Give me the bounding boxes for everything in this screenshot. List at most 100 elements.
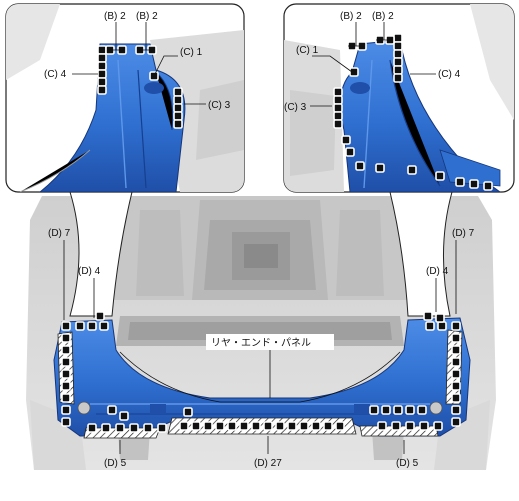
spot-weld-marker	[97, 61, 107, 71]
spot-weld-marker	[203, 421, 213, 431]
right-inset-callout-shape	[389, 191, 453, 317]
spot-weld-marker	[405, 421, 415, 431]
spot-weld-marker	[61, 357, 71, 367]
spot-weld-marker	[335, 421, 345, 431]
label-right-c4: (C) 4	[438, 69, 461, 80]
spot-weld-marker	[115, 423, 125, 433]
spot-weld-marker	[469, 179, 479, 189]
spot-weld-marker	[451, 321, 461, 331]
spot-weld-marker	[183, 407, 193, 417]
label-rear-end-panel: リヤ・エンド・パネル	[211, 337, 311, 349]
spot-weld-marker	[455, 177, 465, 187]
spot-weld-marker	[97, 85, 107, 95]
spot-weld-marker	[451, 417, 461, 427]
spot-weld-marker	[87, 321, 97, 331]
spot-weld-marker	[451, 381, 461, 391]
label-left-c4: (C) 4	[44, 69, 67, 80]
spot-weld-marker	[345, 147, 355, 157]
spot-weld-marker	[61, 405, 71, 415]
spot-weld-marker	[333, 103, 343, 113]
spot-weld-marker	[393, 57, 403, 67]
label-right-c3: (C) 3	[284, 102, 307, 113]
spot-weld-marker	[173, 111, 183, 121]
spot-weld-marker	[61, 333, 71, 343]
label-main-d4-left: (D) 4	[78, 266, 101, 277]
spot-weld-marker	[333, 87, 343, 97]
spot-weld-marker	[369, 405, 379, 415]
label-left-c1: (C) 1	[180, 47, 203, 58]
spot-weld-marker	[95, 311, 105, 321]
spot-welds-main	[61, 311, 461, 433]
spot-weld-marker	[101, 423, 111, 433]
spot-weld-marker	[393, 49, 403, 59]
spot-weld-marker	[61, 381, 71, 391]
spot-weld-marker	[393, 33, 403, 43]
left-inset	[5, 3, 245, 193]
spot-weld-marker	[323, 421, 333, 431]
spot-weld-marker	[157, 423, 167, 433]
spot-weld-marker	[97, 45, 107, 55]
spot-weld-marker	[435, 313, 445, 323]
label-left-b2-b: (B) 2	[136, 11, 158, 22]
left-inset-callout-shape	[69, 191, 133, 317]
spot-weld-marker	[425, 321, 435, 331]
spot-weld-marker	[87, 423, 97, 433]
spot-weld-marker	[333, 95, 343, 105]
spot-weld-marker	[191, 421, 201, 431]
spot-weld-marker	[119, 411, 129, 421]
spot-weld-marker	[143, 423, 153, 433]
spot-weld-marker	[275, 421, 285, 431]
spot-weld-marker	[97, 69, 107, 79]
label-right-b2-b: (B) 2	[372, 11, 394, 22]
spot-weld-marker	[451, 333, 461, 343]
spot-weld-marker	[341, 135, 351, 145]
callout-labels: (B) 2 (B) 2 (C) 1 (C) 4 (C) 3 (B) 2 (B) …	[44, 11, 475, 469]
spot-weld-marker	[61, 393, 71, 403]
spot-weld-marker	[423, 311, 433, 321]
spot-weld-marker	[391, 421, 401, 431]
spot-weld-marker	[97, 53, 107, 63]
spot-weld-marker	[173, 119, 183, 129]
spot-weld-marker	[173, 87, 183, 97]
spot-weld-marker	[299, 421, 309, 431]
spot-weld-marker	[451, 369, 461, 379]
spot-weld-marker	[483, 181, 493, 191]
spot-weld-marker	[451, 405, 461, 415]
spot-weld-marker	[287, 421, 297, 431]
spot-weld-marker	[417, 405, 427, 415]
spot-weld-marker	[129, 423, 139, 433]
spot-weld-marker	[377, 421, 387, 431]
spot-weld-marker	[333, 119, 343, 129]
spot-weld-marker	[355, 161, 365, 171]
spot-weld-marker	[451, 345, 461, 355]
spot-weld-marker	[107, 405, 117, 415]
label-main-d5-right: (D) 5	[396, 458, 419, 469]
spot-weld-marker	[179, 421, 189, 431]
spot-weld-marker	[381, 405, 391, 415]
spot-weld-marker	[173, 95, 183, 105]
spot-weld-marker	[349, 67, 359, 77]
label-main-d7-right: (D) 7	[452, 228, 475, 239]
spot-weld-marker	[435, 171, 445, 181]
spot-weld-marker	[61, 369, 71, 379]
spot-weld-marker	[215, 421, 225, 431]
spot-weld-marker	[433, 421, 443, 431]
spot-weld-marker	[61, 345, 71, 355]
spot-welds-left-inset	[97, 45, 183, 129]
spot-weld-marker	[227, 421, 237, 431]
spot-weld-marker	[451, 393, 461, 403]
spot-weld-marker	[405, 405, 415, 415]
spot-weld-marker	[407, 165, 417, 175]
spot-weld-marker	[393, 65, 403, 75]
spot-weld-marker	[393, 41, 403, 51]
spot-weld-marker	[311, 421, 321, 431]
spot-weld-marker	[393, 73, 403, 83]
spot-weld-marker	[251, 421, 261, 431]
spot-weld-marker	[61, 321, 71, 331]
spot-weld-marker	[239, 421, 249, 431]
label-main-d4-right: (D) 4	[426, 266, 449, 277]
label-left-b2-a: (B) 2	[104, 11, 126, 22]
label-left-c3: (C) 3	[208, 100, 231, 111]
label-main-d27: (D) 27	[254, 458, 282, 469]
